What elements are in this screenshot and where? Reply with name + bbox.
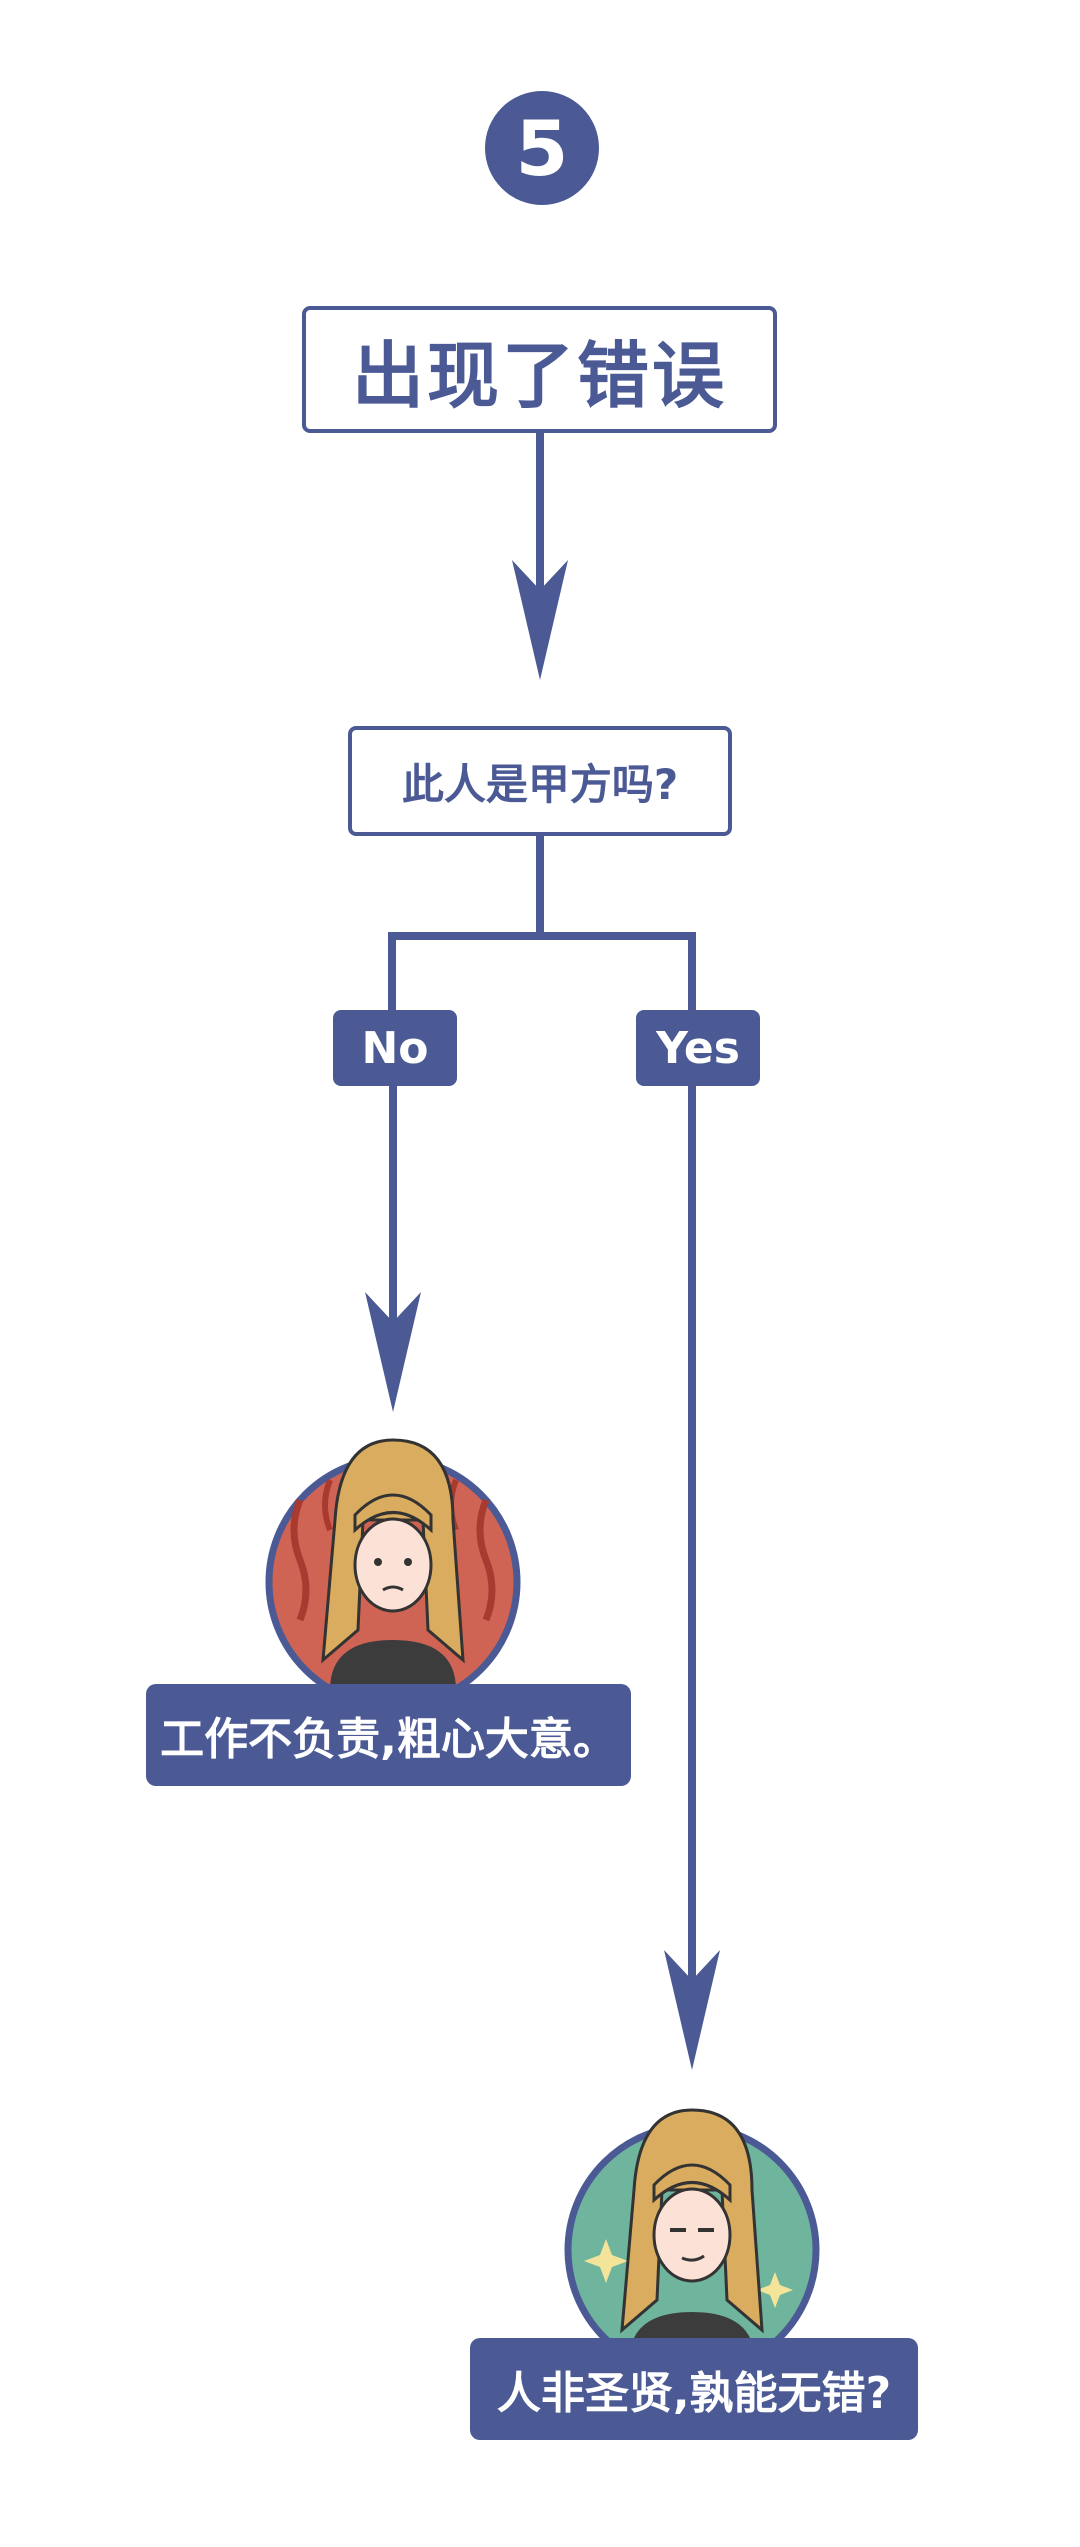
arrow-down-icon <box>365 1292 421 1412</box>
question-box: 此人是甲方吗? <box>348 726 732 836</box>
step-number-badge: 5 <box>485 91 599 205</box>
yes-result-caption: 人非圣贤,孰能无错? <box>470 2338 918 2440</box>
title-text: 出现了错误 <box>351 334 727 418</box>
arrow-down-icon <box>664 1950 720 2070</box>
connector-question-yes <box>540 932 696 1010</box>
arrow-down-icon <box>512 560 568 680</box>
yes-label: Yes <box>636 1010 760 1086</box>
question-text: 此人是甲方吗? <box>401 759 679 809</box>
no-result-caption: 工作不负责,粗心大意。 <box>146 1684 631 1786</box>
confident-woman-avatar <box>564 2108 820 2378</box>
worried-woman-avatar <box>265 1438 521 1710</box>
title-box: 出现了错误 <box>302 306 777 433</box>
no-label: No <box>333 1010 457 1086</box>
connector-question-no <box>388 836 544 1010</box>
